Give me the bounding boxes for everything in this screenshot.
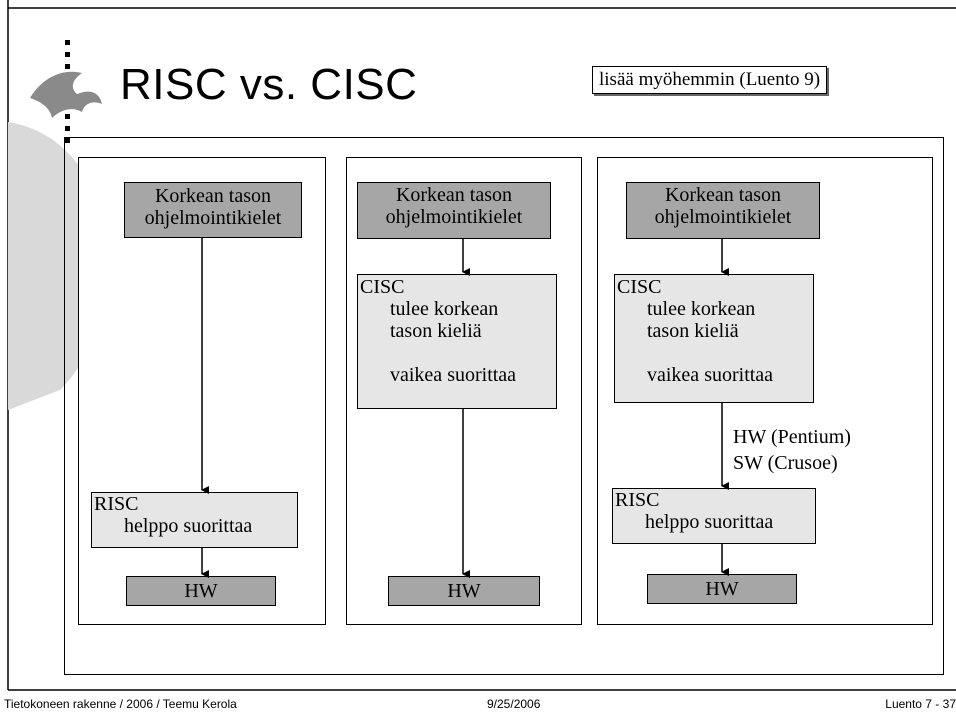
panel2-cisc-line3: tason kieliä xyxy=(390,320,482,342)
panel1-high-level-box: Korkean tason ohjelmointikielet xyxy=(124,182,302,238)
panel3-cisc-line4: vaikea suorittaa xyxy=(647,364,774,386)
panel1-high-level-line2: ohjelmointikielet xyxy=(144,207,282,229)
slide-title: RISC vs. CISC xyxy=(120,60,418,109)
panel2-high-level-line2: ohjelmointikielet xyxy=(385,206,523,228)
diagram-frame xyxy=(64,137,944,675)
panel3-hw-box: HW xyxy=(647,574,797,604)
panel2-cisc-line2: tulee korkean xyxy=(390,298,499,320)
footer-right: Luento 7 - 37 xyxy=(885,697,956,711)
panel1-high-level-line1: Korkean tason xyxy=(154,185,272,207)
panel3-risc-line1: RISC xyxy=(615,489,660,511)
panel3-translation-label: HW (Pentium) SW (Crusoe) xyxy=(733,424,851,476)
panel2-cisc-line1: CISC xyxy=(360,276,405,298)
panel3-cisc-line1: CISC xyxy=(617,276,662,298)
panel3-translation-line1: HW (Pentium) xyxy=(733,426,851,448)
panel3-high-level-line2: ohjelmointikielet xyxy=(654,206,792,228)
panel2-cisc-box: CISC tulee korkean tason kieliä vaikea s… xyxy=(357,274,557,409)
panel3-high-level-line1: Korkean tason xyxy=(664,184,782,206)
university-logo-icon xyxy=(30,40,102,143)
footer-center: 9/25/2006 xyxy=(487,697,541,711)
panel2-cisc-line4: vaikea suorittaa xyxy=(390,364,517,386)
panel3-high-level-box: Korkean tason ohjelmointikielet xyxy=(626,182,820,239)
panel3-cisc-box: CISC tulee korkean tason kieliä vaikea s… xyxy=(614,274,814,403)
note-box: lisää myöhemmin (Luento 9) xyxy=(592,66,828,94)
panel2-high-level-line1: Korkean tason xyxy=(395,184,513,206)
panel3-cisc-line2: tulee korkean xyxy=(647,298,756,320)
footer-left: Tietokoneen rakenne / 2006 / Teemu Kerol… xyxy=(4,697,237,711)
panel2-high-level-box: Korkean tason ohjelmointikielet xyxy=(357,182,551,239)
panel3-risc-line2: helppo suorittaa xyxy=(645,511,774,533)
panel1-risc-line1: RISC xyxy=(94,493,139,515)
panel3-translation-line2: SW (Crusoe) xyxy=(733,452,838,474)
panel3-cisc-line3: tason kieliä xyxy=(647,320,739,342)
panel1-risc-line2: helppo suorittaa xyxy=(124,515,253,537)
panel3-risc-box: RISC helppo suorittaa xyxy=(612,488,816,544)
panel1-risc-box: RISC helppo suorittaa xyxy=(91,492,298,548)
